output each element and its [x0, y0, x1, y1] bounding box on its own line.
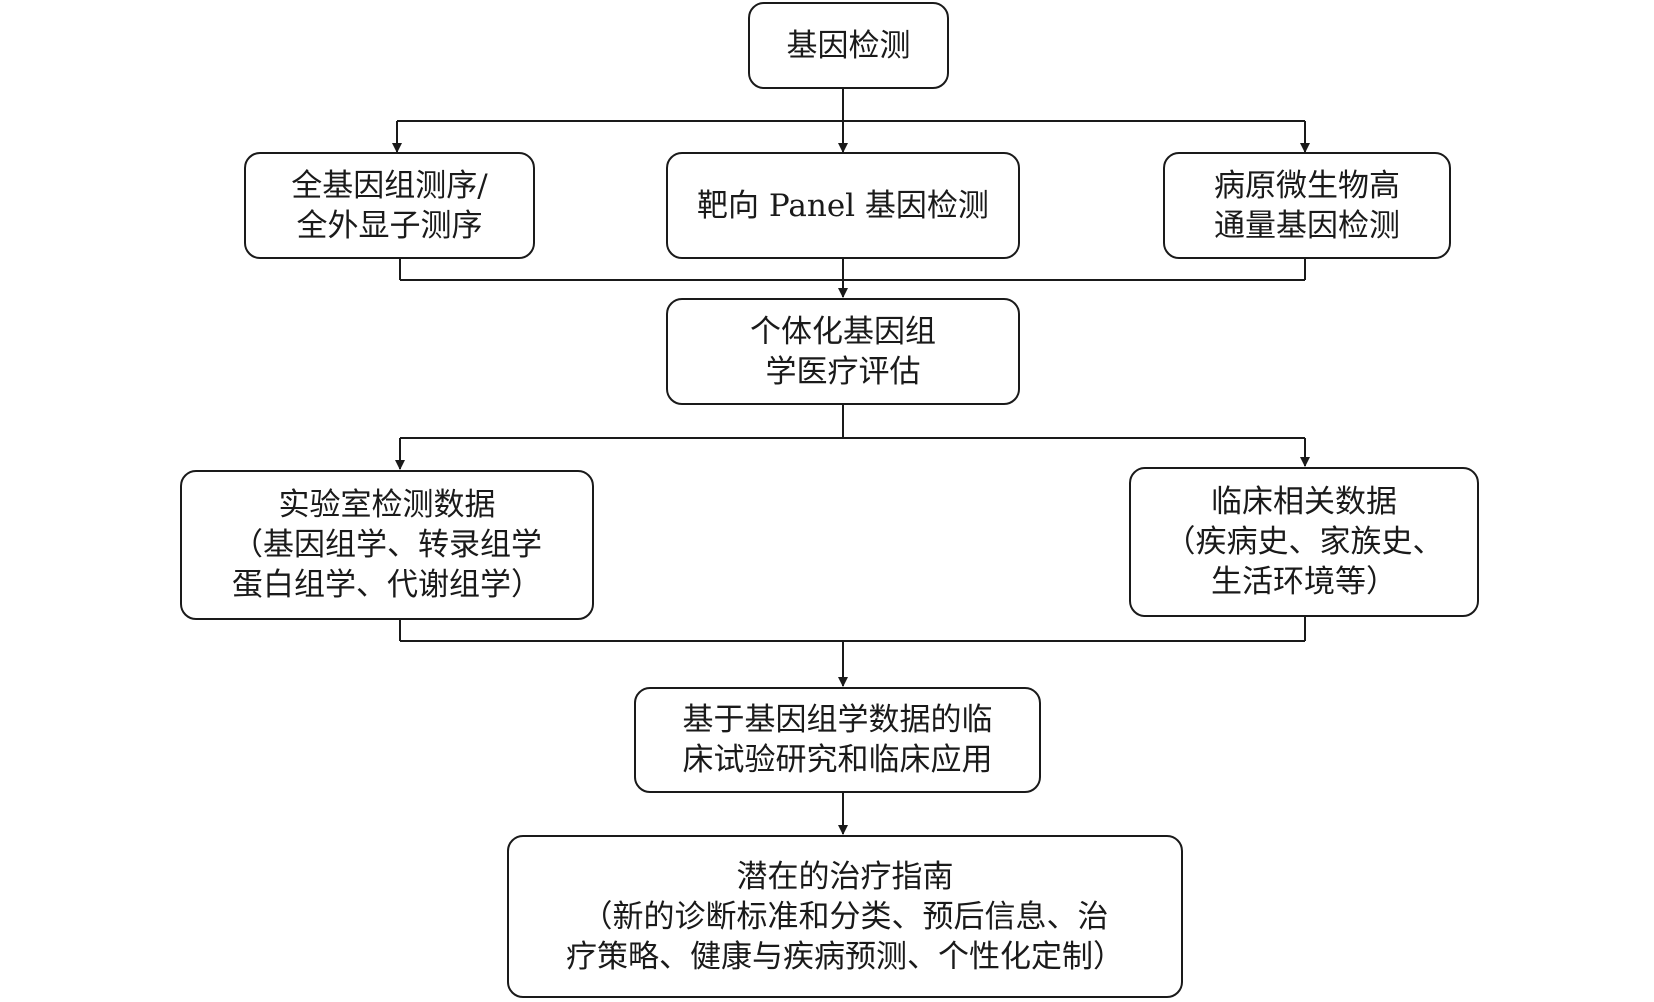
node-line: 全基因组测序/	[291, 167, 488, 204]
node-line: 基于基因组学数据的临	[682, 702, 993, 738]
whole-genome-exome-sequencing-box: 全基因组测序/ 全外显子测序	[244, 152, 535, 259]
node-line: （新的诊断标准和分类、预后信息、治	[581, 898, 1109, 935]
node-line: （疾病史、家族史、	[1164, 524, 1444, 560]
genomic-medicine-assessment-box: 个体化基因组 学医疗评估	[666, 298, 1020, 405]
node-line: 个体化基因组	[750, 313, 936, 350]
node-line: 通量基因检测	[1214, 207, 1400, 244]
node-line: 学医疗评估	[765, 353, 921, 390]
node-line: 基因检测	[786, 27, 911, 64]
targeted-panel-testing-box: 靶向 Panel 基因检测	[666, 152, 1020, 259]
node-line: 潜在的治疗指南	[736, 858, 954, 895]
node-line: 实验室检测数据	[278, 487, 496, 523]
node-line: 疗策略、健康与疾病预测、个性化定制）	[566, 938, 1124, 975]
gene-testing-box: 基因检测	[748, 2, 949, 89]
node-line: 病原微生物高	[1214, 167, 1400, 204]
lab-testing-data-box: 实验室检测数据 （基因组学、转录组学 蛋白组学、代谢组学）	[180, 470, 594, 620]
clinical-data-box: 临床相关数据 （疾病史、家族史、 生活环境等）	[1129, 467, 1479, 617]
node-line: 生活环境等）	[1211, 564, 1397, 600]
node-line: 蛋白组学、代谢组学）	[232, 567, 542, 603]
potential-treatment-guide-box: 潜在的治疗指南 （新的诊断标准和分类、预后信息、治 疗策略、健康与疾病预测、个性…	[507, 835, 1183, 998]
node-line: 靶向 Panel 基因检测	[697, 187, 989, 224]
node-line: 床试验研究和临床应用	[682, 742, 993, 778]
node-line: （基因组学、转录组学	[232, 527, 542, 563]
node-line: 全外显子测序	[296, 207, 483, 244]
pathogen-ngs-testing-box: 病原微生物高 通量基因检测	[1163, 152, 1451, 259]
node-line: 临床相关数据	[1211, 484, 1397, 520]
clinical-research-application-box: 基于基因组学数据的临 床试验研究和临床应用	[634, 687, 1041, 793]
